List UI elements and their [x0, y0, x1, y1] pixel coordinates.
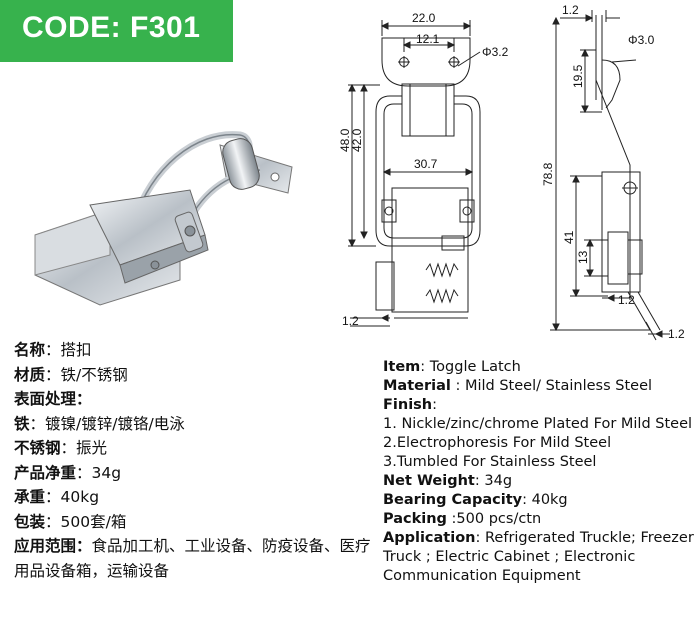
spec-en-finish-3: 3.Tumbled For Stainless Steel: [383, 454, 597, 470]
dim-hole-dia: Φ3.2: [482, 45, 509, 59]
spec-en-finish-2: 2.Electrophoresis For Mild Steel: [383, 435, 612, 451]
product-code-badge: CODE: F301: [0, 0, 233, 62]
spec-cn-stainless: 不锈钢：振光: [14, 439, 108, 457]
product-code: CODE: F301: [22, 11, 201, 44]
spec-en-item: Item: Toggle Latch: [383, 359, 521, 375]
spec-en-weight: Net Weight: 34g: [383, 473, 513, 489]
dim-wire-dia: Φ3.0: [628, 33, 655, 47]
toggle-latch-photo: [34, 131, 293, 306]
dim-base: 41: [562, 230, 576, 244]
dim-side-top: 1.2: [562, 3, 579, 17]
dim-hook: 19.5: [571, 64, 585, 88]
spec-en-application: Application: Refrigerated Truckle; Freez…: [383, 530, 694, 584]
dim-spring: 13: [576, 250, 590, 264]
spec-cn-finish: 表面处理：: [14, 390, 92, 408]
dim-tip: 1.2: [668, 327, 685, 341]
spec-en-packing: Packing :500 pcs/ctn: [383, 511, 542, 527]
dim-span: 30.7: [414, 157, 438, 171]
spec-en-finish-1: 1. Nickle/zinc/chrome Plated For Mild St…: [383, 416, 693, 432]
spec-cn-weight: 产品净重：34g: [14, 463, 122, 482]
dim-total: 78.8: [541, 162, 555, 186]
dim-width: 22.0: [412, 11, 436, 25]
spec-en-material: Material : Mild Steel/ Stainless Steel: [383, 378, 653, 394]
spec-cn-name: 名称：搭扣: [14, 341, 92, 359]
spec-cn-packing: 包装：500套/箱: [14, 512, 127, 531]
spec-cn-iron: 铁：镀镍/镀锌/镀铬/电泳: [14, 414, 185, 433]
dim-height-total: 48.0: [338, 128, 352, 152]
spec-en-finish: Finish:: [383, 397, 438, 413]
dim-height-inner: 42.0: [350, 128, 364, 152]
specs-chinese: 名称：搭扣 材质：铁/不锈钢 表面处理： 铁：镀镍/镀锌/镀铬/电泳 不锈钢：振…: [14, 338, 374, 583]
dim-hole-spacing: 12.1: [416, 32, 440, 46]
spec-cn-capacity: 承重：40kg: [14, 488, 100, 506]
spec-cn-material: 材质：铁/不锈钢: [14, 365, 128, 384]
technical-drawing: 22.0 12.1 Φ3.2 48.0 42.0 30.7 1.2 1.2 Φ3…: [338, 3, 685, 341]
dim-plate: 1.2: [618, 293, 635, 307]
spec-en-bearing: Bearing Capacity: 40kg: [383, 492, 568, 508]
dim-thickness: 1.2: [342, 314, 359, 328]
spec-cn-application: 应用范围：食品加工机、工业设备、防疫设备、医疗用品设备箱，运输设备: [14, 537, 371, 580]
specs-english: Item: Toggle Latch Material : Mild Steel…: [383, 358, 698, 586]
